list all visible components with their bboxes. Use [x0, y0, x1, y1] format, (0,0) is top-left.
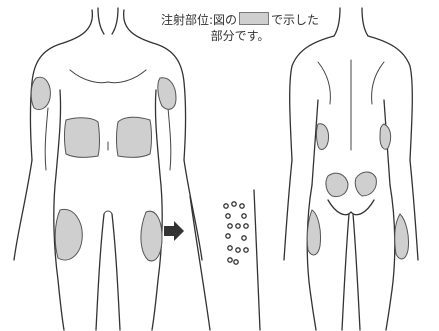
detail-left-outline: [189, 195, 211, 331]
front-left-abdomen-zone: [64, 117, 100, 158]
injection-dot: [241, 235, 247, 241]
back-body-figure: [283, 7, 419, 331]
abdomen-detail-figure: [189, 189, 261, 331]
front-body-figure: [13, 7, 203, 331]
injection-dot: [243, 223, 249, 229]
detail-right-outline: [253, 189, 261, 331]
zone-legend-swatch: [239, 12, 270, 25]
front-right-forearm: [183, 159, 203, 261]
back-right-leg-outer: [385, 184, 396, 331]
injection-dot: [227, 257, 233, 263]
injection-dot: [233, 259, 239, 265]
front-right-leg-inner: [111, 213, 121, 331]
injection-dot: [227, 223, 233, 229]
front-right-inner-arm: [167, 107, 172, 171]
back-right-upper-arm-zone: [379, 123, 392, 150]
front-torso-right: [154, 89, 161, 176]
back-right-leg-inner: [352, 213, 361, 331]
front-torso-left: [55, 89, 62, 176]
injection-dot: [241, 213, 247, 219]
front-neck-right: [111, 7, 119, 35]
front-right-shoulder-outline: [123, 9, 187, 161]
injection-dot: [235, 247, 241, 253]
back-neck-right: [361, 7, 369, 37]
injection-dot: [225, 233, 231, 239]
back-left-buttock-zone: [325, 172, 349, 197]
injection-site-caption: 注射部位:図の で示した 部分です。: [120, 12, 360, 44]
back-torso-left: [311, 99, 319, 186]
front-right-thigh-zone: [140, 210, 163, 262]
front-left-shoulder-outline: [29, 9, 93, 161]
back-left-thigh-zone: [306, 209, 321, 256]
back-right-shoulder-blade: [371, 61, 385, 105]
front-chest-line: [69, 69, 147, 84]
front-left-leg-inner: [95, 213, 105, 331]
back-buttocks-line: [327, 199, 375, 216]
back-neck-left: [333, 7, 341, 37]
injection-dot: [239, 203, 245, 209]
injection-dot: [243, 247, 249, 253]
injection-dot: [223, 203, 229, 209]
detail-injection-dots: [223, 201, 249, 265]
back-right-thigh-zone: [394, 213, 409, 260]
front-left-upper-arm-zone: [30, 76, 51, 111]
front-left-leg-outer: [53, 174, 65, 331]
right-arrow-icon: [164, 221, 184, 241]
injection-dot: [235, 223, 241, 229]
back-right-shoulder-outline: [367, 35, 413, 161]
caption-line2: 部分です。: [210, 29, 270, 43]
back-left-leg-inner: [341, 213, 350, 331]
back-left-forearm: [283, 159, 293, 261]
front-left-inner-arm: [44, 107, 49, 171]
back-left-shoulder-blade: [317, 61, 331, 105]
front-crotch: [103, 210, 113, 215]
caption-line1-before: 注射部位:図の: [160, 13, 238, 27]
front-right-upper-arm-zone: [157, 77, 177, 110]
front-neck-left: [97, 7, 105, 35]
back-left-leg-outer: [306, 184, 317, 331]
injection-dot: [227, 245, 233, 251]
back-left-upper-arm-zone: [316, 123, 329, 150]
injection-dot: [225, 213, 231, 219]
injection-dot: [231, 201, 237, 207]
front-right-abdomen-zone: [116, 116, 152, 158]
front-left-thigh-zone: [54, 208, 83, 261]
front-right-leg-outer: [151, 174, 163, 331]
caption-line1-after: で示した: [271, 13, 320, 27]
back-right-buttock-zone: [354, 171, 377, 197]
back-right-forearm: [409, 159, 419, 261]
front-left-forearm: [13, 159, 33, 261]
back-left-shoulder-outline: [289, 35, 335, 161]
